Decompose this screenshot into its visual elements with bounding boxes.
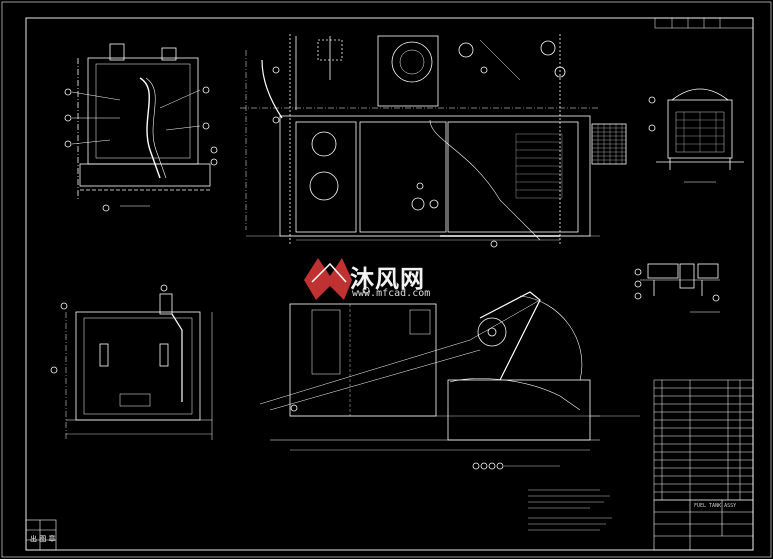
view-top-left-tank xyxy=(64,43,218,212)
drawing-frame-inner xyxy=(25,17,754,551)
stamp-box xyxy=(25,519,57,551)
stamp-label: 出 图 章 xyxy=(30,535,56,543)
watermark-url: www.mfcad.com xyxy=(352,288,431,299)
view-top-right-section xyxy=(648,88,744,183)
view-top-center-plan xyxy=(240,34,627,248)
top-title-strip xyxy=(654,17,754,29)
notes-block xyxy=(528,489,612,531)
grid-panel xyxy=(592,124,626,164)
title-block xyxy=(653,499,754,551)
drawing-name: FUEL TANK ASSY xyxy=(694,503,737,509)
watermark-logo-icon xyxy=(304,258,352,300)
parts-list-table xyxy=(653,379,754,501)
view-right-detail xyxy=(634,263,720,313)
view-bottom-left-elevation xyxy=(50,284,213,440)
view-bottom-center-elevation xyxy=(259,286,640,470)
watermark-brand: 沐风网 xyxy=(350,265,425,293)
